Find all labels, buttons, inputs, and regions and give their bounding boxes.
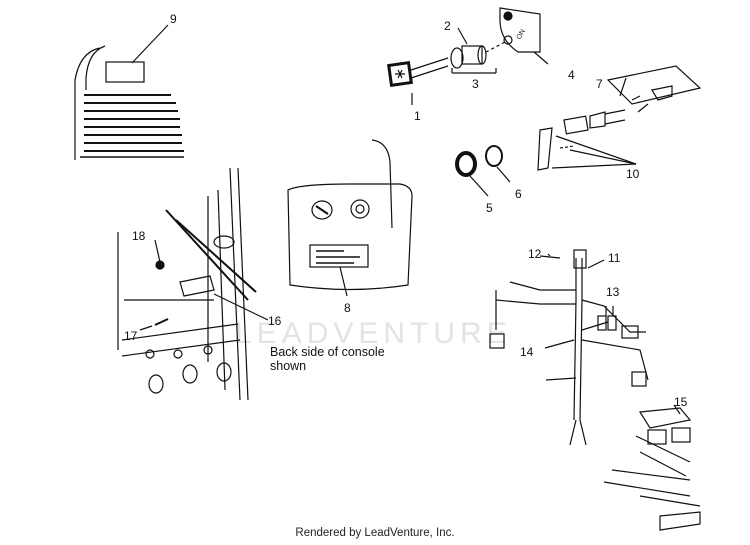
callout-17: 17 <box>124 329 138 343</box>
callout-10: 10 <box>626 167 640 181</box>
callout-9: 9 <box>170 12 177 26</box>
toggle-switch-assembly <box>537 65 702 171</box>
harness-assembly-15 <box>603 404 701 531</box>
key-switch-assembly <box>387 7 549 105</box>
console-back <box>287 183 413 297</box>
console-note-line1: Back side of console <box>270 345 385 359</box>
callout-3: 3 <box>472 77 479 91</box>
callout-15: 15 <box>674 395 688 409</box>
callout-6: 6 <box>515 187 522 201</box>
callout-12: 12 <box>528 247 542 261</box>
footer-credit: Rendered by LeadVenture, Inc. <box>295 527 455 539</box>
callout-14: 14 <box>520 345 534 359</box>
nut-washer <box>455 145 511 197</box>
decal-panel-9 <box>74 24 184 160</box>
callout-8: 8 <box>344 301 351 315</box>
callout-2: 2 <box>444 19 451 33</box>
wiring-harness <box>489 249 649 446</box>
callout-4: 4 <box>568 68 575 82</box>
callout-16: 16 <box>268 314 282 328</box>
callout-1: 1 <box>414 109 421 123</box>
watermark-text: LEADVENTURE <box>235 317 512 350</box>
callout-7: 7 <box>596 77 603 91</box>
callout-18: 18 <box>132 229 146 243</box>
switch-on-label: ON <box>516 28 527 41</box>
callout-5: 5 <box>486 201 493 215</box>
callout-11: 11 <box>608 251 621 265</box>
frame-assembly <box>117 139 393 401</box>
console-note-line2: shown <box>270 359 306 373</box>
callout-13: 13 <box>606 285 620 299</box>
